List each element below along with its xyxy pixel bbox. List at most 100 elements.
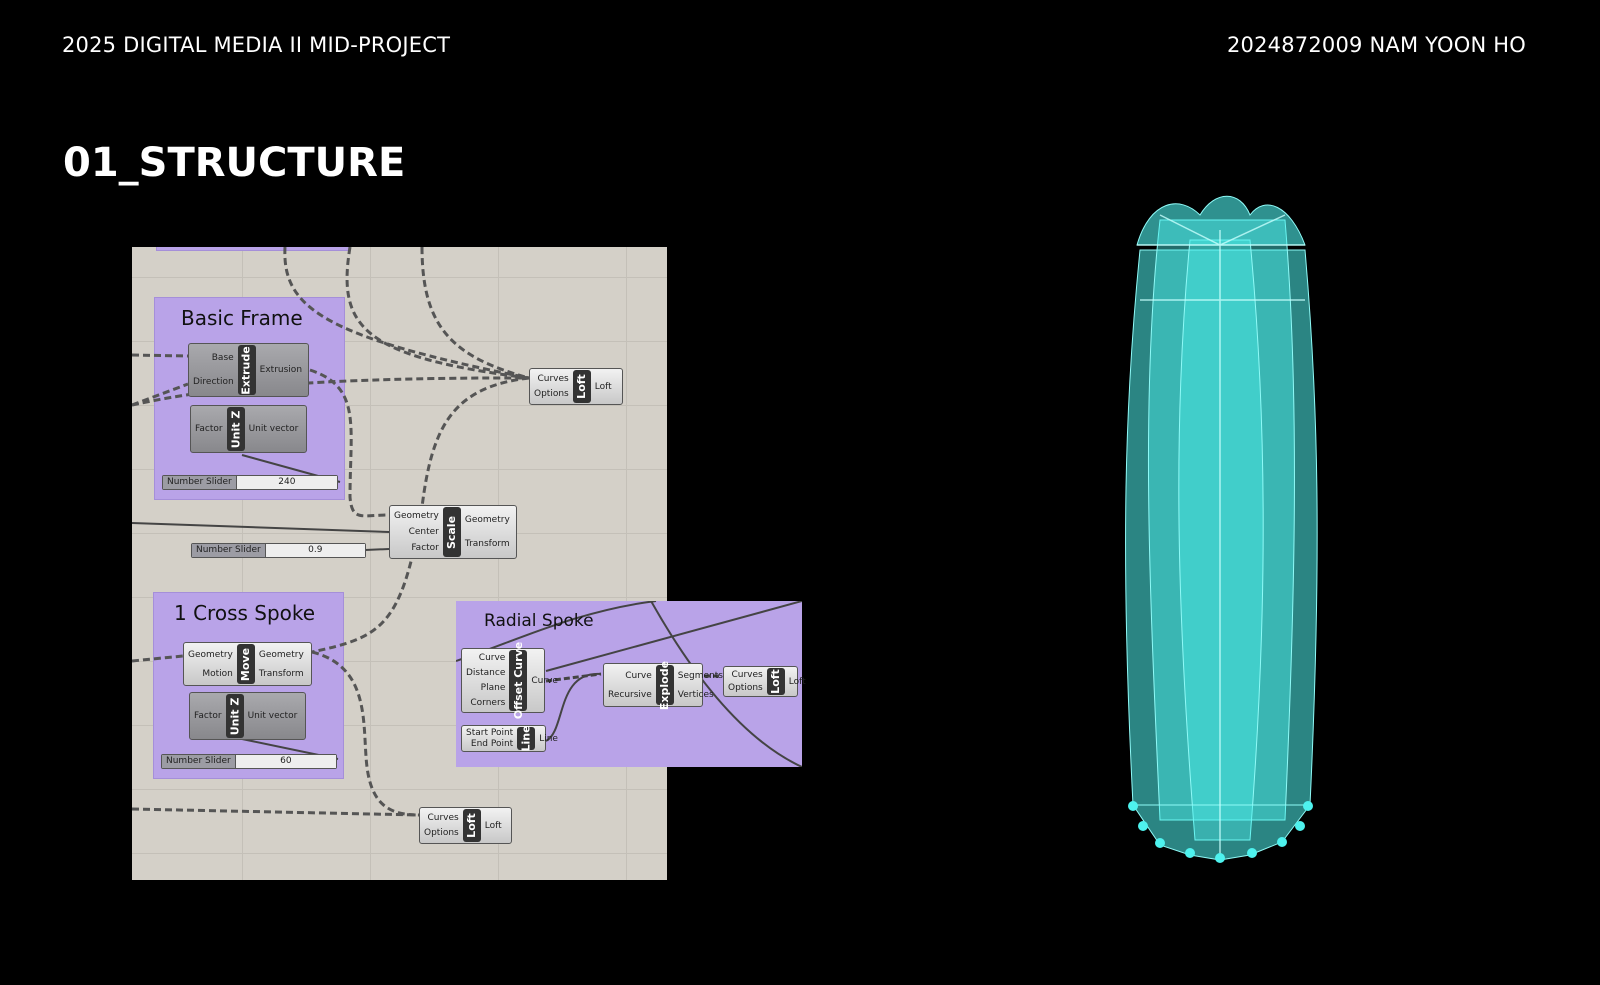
output-param[interactable]: Transform bbox=[258, 668, 304, 679]
output-params: Line bbox=[535, 726, 562, 751]
slider-value[interactable]: 60 bbox=[235, 755, 336, 768]
component-label: Loft bbox=[465, 813, 479, 838]
input-param[interactable]: Factor bbox=[194, 711, 222, 721]
component-name: Line bbox=[517, 725, 536, 752]
output-params: Unit vector bbox=[244, 693, 305, 739]
slider-value[interactable]: 240 bbox=[236, 476, 337, 489]
input-param[interactable]: Plane bbox=[480, 682, 506, 693]
component-label: Move bbox=[239, 647, 253, 681]
component-label: Line bbox=[519, 725, 533, 752]
input-param[interactable]: Corners bbox=[470, 697, 506, 708]
component-label: Offset Curve bbox=[511, 641, 525, 720]
component-name: Extrude bbox=[237, 345, 256, 395]
input-param[interactable]: End Point bbox=[470, 738, 514, 749]
component-label: Scale bbox=[445, 515, 459, 549]
input-param[interactable]: Curve bbox=[625, 670, 652, 681]
output-params: Loft bbox=[591, 369, 622, 404]
input-params: Factor bbox=[191, 406, 227, 452]
component-name: Offset Curve bbox=[509, 642, 528, 719]
output-param[interactable]: Segments bbox=[677, 670, 723, 681]
component-name: Loft bbox=[766, 668, 785, 695]
output-param[interactable]: Loft bbox=[484, 820, 502, 831]
input-param[interactable]: Curves bbox=[427, 812, 459, 823]
output-param[interactable]: Transform bbox=[464, 539, 510, 549]
input-param[interactable]: Base bbox=[211, 353, 234, 363]
component-label: Explode bbox=[658, 660, 672, 710]
output-param[interactable]: Geometry bbox=[464, 515, 510, 525]
input-param[interactable]: Factor bbox=[195, 424, 223, 434]
tower-panel bbox=[1178, 239, 1264, 841]
input-param[interactable]: Options bbox=[424, 828, 459, 839]
output-param[interactable]: Unit vector bbox=[248, 424, 299, 434]
input-param[interactable]: Center bbox=[408, 527, 439, 537]
tower-base-fan bbox=[1132, 804, 1312, 861]
input-param[interactable]: Factor bbox=[411, 543, 439, 553]
output-param[interactable]: Vertices bbox=[677, 689, 714, 700]
output-param[interactable]: Loft bbox=[594, 381, 612, 392]
component-name: Unit Z bbox=[225, 694, 244, 738]
tower-shell bbox=[1125, 249, 1318, 806]
output-param[interactable]: Geometry bbox=[258, 649, 304, 660]
input-param[interactable]: Curves bbox=[537, 373, 569, 384]
slider-label: Number Slider bbox=[163, 476, 237, 489]
course-title: 2025 DIGITAL MEDIA II MID-PROJECT bbox=[62, 33, 451, 57]
output-param[interactable]: Line bbox=[539, 733, 558, 744]
input-param[interactable]: Options bbox=[534, 389, 569, 400]
slider-value[interactable]: 0.9 bbox=[265, 544, 365, 557]
component-name: Explode bbox=[655, 660, 674, 710]
component-name: Loft bbox=[462, 809, 481, 842]
input-param[interactable]: Options bbox=[728, 682, 763, 693]
input-param[interactable]: Curve bbox=[478, 653, 506, 664]
grasshopper-canvas[interactable]: Basic Frame 1 Cross Spoke bbox=[132, 247, 667, 880]
component-name: Loft bbox=[572, 370, 591, 403]
output-param[interactable]: Loft bbox=[788, 676, 806, 687]
input-param[interactable]: Motion bbox=[202, 668, 233, 679]
slider-label: Number Slider bbox=[192, 544, 266, 557]
wires bbox=[132, 247, 530, 817]
group-title: 1 Cross Spoke bbox=[174, 601, 316, 625]
component-label: Loft bbox=[575, 374, 589, 399]
component-label: Extrude bbox=[240, 345, 254, 395]
output-param[interactable]: Extrusion bbox=[259, 365, 303, 375]
input-param[interactable]: Geometry bbox=[188, 649, 233, 660]
tower-top-petals bbox=[1136, 195, 1306, 246]
component-name: Scale bbox=[442, 507, 461, 557]
output-param[interactable]: Curve bbox=[531, 675, 558, 686]
output-param[interactable]: Unit vector bbox=[247, 711, 298, 721]
input-param[interactable]: Direction bbox=[193, 377, 234, 387]
slider-label: Number Slider bbox=[162, 755, 236, 768]
output-params: Unit vector bbox=[245, 406, 306, 452]
input-param[interactable]: Start Point bbox=[466, 728, 514, 739]
group-title: Radial Spoke bbox=[484, 611, 594, 631]
group-basic-frame[interactable]: Basic Frame bbox=[154, 297, 345, 500]
input-param[interactable]: Curves bbox=[731, 670, 763, 681]
input-param[interactable]: Distance bbox=[466, 668, 506, 679]
output-params: Extrusion bbox=[256, 344, 308, 396]
input-param[interactable]: Geometry bbox=[394, 511, 439, 521]
input-param[interactable]: Recursive bbox=[608, 689, 652, 700]
input-params: Factor bbox=[190, 693, 226, 739]
